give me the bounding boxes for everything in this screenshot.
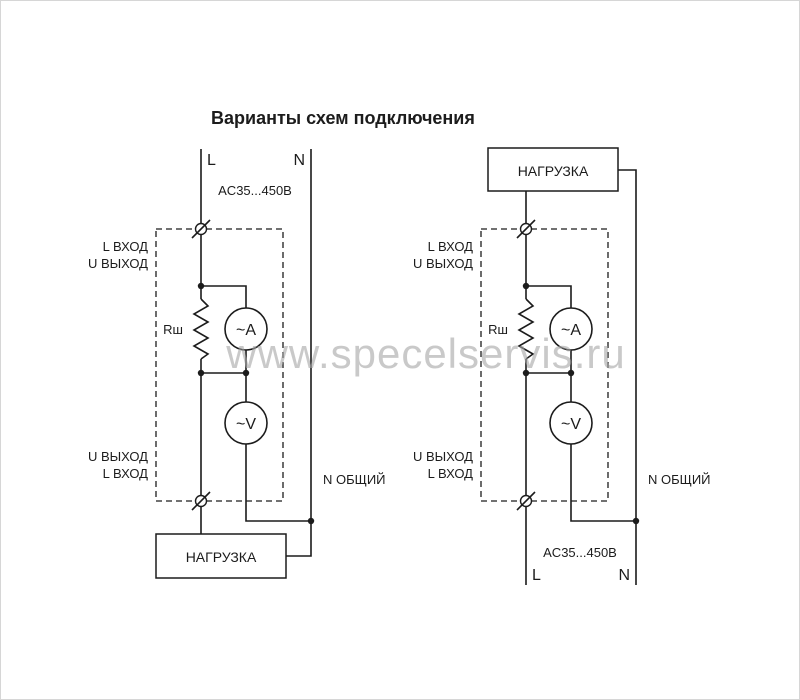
junction-dot: [197, 369, 205, 377]
watermark: www.specelservis.ru: [225, 330, 625, 377]
right-diagram: НАГРУЗКА: [413, 147, 711, 585]
load-label: НАГРУЗКА: [186, 549, 257, 565]
input-label-line2: U ВЫХОД: [88, 256, 148, 271]
shunt-label: Rш: [488, 322, 508, 337]
output-terminal-icon: [191, 491, 211, 511]
voltmeter: ~V: [549, 401, 593, 445]
voltage-range-label: AC35...450В: [218, 183, 292, 198]
load-box: НАГРУЗКА: [155, 533, 287, 579]
output-label-line2: L ВХОД: [428, 466, 474, 481]
input-label-line2: U ВЫХОД: [413, 256, 473, 271]
shunt-label: Rш: [163, 322, 183, 337]
junction-dot: [307, 517, 315, 525]
left-diagram: ~A ~V НАГРУЗКА L N AC35...450В L ВХОД U …: [88, 149, 386, 579]
junction-dot: [522, 369, 530, 377]
voltmeter-label: ~V: [236, 416, 256, 433]
output-terminal-icon: [516, 491, 536, 511]
input-terminal-icon: [516, 219, 536, 239]
voltmeter-branch-wire: [570, 373, 636, 522]
ammeter: ~A: [224, 307, 268, 351]
load-label: НАГРУЗКА: [518, 163, 589, 179]
figure-title: Варианты схем подключения: [211, 108, 475, 128]
shunt-resistor-icon: [192, 298, 210, 360]
load-box: НАГРУЗКА: [487, 147, 619, 192]
output-label-line2: L ВХОД: [103, 466, 149, 481]
input-label-line1: L ВХОД: [428, 239, 474, 254]
ammeter-label: ~A: [561, 322, 581, 339]
ammeter: ~A: [549, 307, 593, 351]
junction-dot: [522, 282, 530, 290]
voltmeter: ~V: [224, 401, 268, 445]
n-common-label: N ОБЩИЙ: [323, 472, 386, 487]
phase-line-label: L: [532, 567, 541, 584]
junction-dot: [632, 517, 640, 525]
junction-dot: [197, 282, 205, 290]
voltmeter-branch-wire: [245, 373, 311, 522]
voltage-range-label: AC35...450В: [543, 545, 617, 560]
ammeter-label: ~A: [236, 322, 256, 339]
n-common-label: N ОБЩИЙ: [648, 472, 711, 487]
junction-dot: [567, 369, 575, 377]
neutral-line-label: N: [618, 567, 630, 584]
neutral-wire: [286, 149, 312, 557]
output-label-line1: U ВЫХОД: [88, 449, 148, 464]
input-terminal-icon: [191, 219, 211, 239]
voltmeter-label: ~V: [561, 416, 581, 433]
neutral-line-label: N: [293, 152, 305, 169]
output-label-line1: U ВЫХОД: [413, 449, 473, 464]
device-boundary: [155, 228, 284, 502]
input-label-line1: L ВХОД: [103, 239, 149, 254]
junction-dot: [242, 369, 250, 377]
shunt-resistor-icon: [517, 298, 535, 360]
neutral-wire: [618, 169, 637, 585]
phase-line-label: L: [207, 152, 216, 169]
device-boundary: [480, 228, 609, 502]
